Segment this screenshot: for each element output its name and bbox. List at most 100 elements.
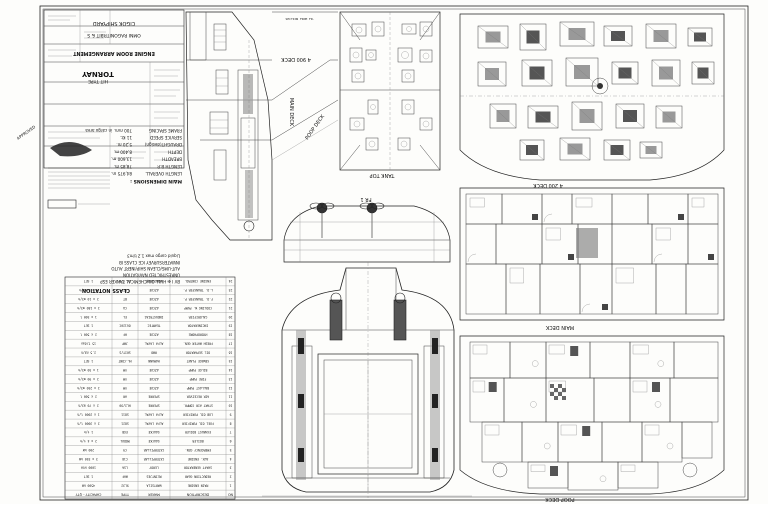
cabin xyxy=(495,223,543,265)
table-cell: INDUSTRIAS xyxy=(145,315,164,319)
dimension-label: DEPTH xyxy=(168,149,182,154)
table-cell: JWP xyxy=(122,341,128,345)
machinery-unit xyxy=(401,23,417,35)
table-cell: AZCUE xyxy=(149,297,158,301)
dimension-value: 13,600 m. xyxy=(111,157,132,162)
machinery-unit xyxy=(367,99,379,115)
table-cell: BT xyxy=(123,288,127,292)
label-poop-deck-plan: POOP DECK xyxy=(545,496,575,502)
table-cell: 200 kW xyxy=(83,448,94,452)
table-cell: 21 xyxy=(229,306,233,310)
table-cell: SKIT/S xyxy=(119,350,130,354)
room xyxy=(469,377,505,423)
table-cell: F.O. TRANSFER P. xyxy=(183,297,213,301)
plan-equipment xyxy=(645,23,677,49)
table-cell: 17 xyxy=(229,341,233,345)
table-cell: SHAFT GENERATOR xyxy=(184,466,212,470)
plan-equipment xyxy=(477,25,509,49)
table-cell: ENGINE CONTROL xyxy=(185,279,211,283)
table-cell: INCINERATOR xyxy=(188,324,209,328)
table-cell: 7 xyxy=(229,430,231,434)
label-tank-top: TANK TOP xyxy=(370,172,396,178)
dimension-value: 5,20 m. xyxy=(116,142,132,147)
table-cell: AZCUE xyxy=(149,377,158,381)
label-fr1: FR 1 xyxy=(360,196,371,202)
dimension-value: 78,85 m. xyxy=(114,164,132,169)
table-cell: 19 xyxy=(229,324,233,328)
dimension-label: FRAME SPACING xyxy=(149,128,182,133)
plan-equipment xyxy=(691,61,715,85)
table-cell: AZCUE xyxy=(149,368,158,372)
table-cell: AZCUE xyxy=(149,333,158,337)
table-cell: CATERPILLAR xyxy=(144,448,165,452)
table-cell: HL2/90 xyxy=(119,404,130,408)
dimension-label: LENGTH OVERALL xyxy=(145,171,182,176)
dimension-value: 700 mm. in cargo area xyxy=(85,128,132,133)
table-cell: 4 xyxy=(229,457,231,461)
room xyxy=(469,341,511,379)
table-cell: WAF xyxy=(122,475,128,479)
table-cell: 1 xyxy=(229,483,231,487)
table-header-cell: MAKER xyxy=(147,492,159,496)
plan-equipment xyxy=(571,101,603,131)
table-cell: SPERRE xyxy=(148,395,159,399)
table-cell: 2 x 10 m3/h xyxy=(78,297,99,301)
table-cell: START AIR COMPR. xyxy=(183,404,213,408)
room xyxy=(527,461,569,489)
plan-equipment xyxy=(639,141,663,159)
room xyxy=(641,421,683,463)
table-cell: S811 xyxy=(121,412,129,416)
machinery-unit xyxy=(401,99,415,115)
table-cell: ALFA LAVAL xyxy=(145,341,164,345)
cabin xyxy=(465,263,507,315)
table-cell: 14 xyxy=(229,368,233,372)
table-cell: 9L32 xyxy=(121,483,129,487)
table-cell: OG120C xyxy=(119,324,130,328)
plan-equipment xyxy=(565,57,599,87)
table-cell: EXHAUST BOILER xyxy=(185,430,211,434)
engine-room-section: TANK TOP xyxy=(339,11,441,178)
class-notation-line: BV I ✠ HULL OIL/CHEMICAL TANKER ESP xyxy=(100,279,180,284)
vessel-name: TORNAY xyxy=(81,70,114,78)
table-cell: 1 t/h xyxy=(84,430,93,434)
machinery-unit xyxy=(349,47,363,63)
table-cell: 5 xyxy=(229,448,231,452)
table-cell: 16 xyxy=(229,350,233,354)
room xyxy=(673,341,719,379)
table-cell: 2 x 250 m3/h xyxy=(77,386,99,390)
table-cell: 15 xyxy=(229,359,233,363)
table-cell: 2 x 180 m3/h xyxy=(77,306,99,310)
table-cell: EL xyxy=(123,315,127,319)
room xyxy=(669,377,719,423)
table-cell: L.O. TRANSFER P. xyxy=(183,288,213,292)
hull-type: HIT TYPE xyxy=(88,78,108,84)
table-cell: COOLING W. PUMP xyxy=(184,306,212,310)
table-cell: MODUL xyxy=(120,439,129,443)
table-cell: CA xyxy=(123,306,127,310)
table-cell: SAACKE xyxy=(148,439,159,443)
plan-equipment xyxy=(615,103,645,129)
dimension-value: 84,975 m. xyxy=(111,171,132,176)
plan-equipment xyxy=(611,61,639,85)
table-cell: HYDROPHORE xyxy=(189,333,208,337)
room xyxy=(629,377,671,423)
plan-main-deck: MAIN DECK xyxy=(459,187,725,330)
cabin xyxy=(655,263,687,315)
cabin xyxy=(687,193,719,225)
plan-equipment xyxy=(603,139,631,161)
class-notation-line: INWATERSURVEY ICE CLASS IB xyxy=(119,260,180,265)
table-cell: 2 x 90 m3/h xyxy=(78,377,99,381)
table-cell: 2 xyxy=(229,475,231,479)
table-cell: HL-CONT xyxy=(118,359,131,363)
table-cell: CATERPILLAR xyxy=(144,457,165,461)
class-notation-line: UNRESTRICTED NAVIGATION xyxy=(123,273,180,278)
machinery-unit xyxy=(401,69,415,83)
table-cell: ALFA LAVAL xyxy=(145,421,164,425)
table-cell: 22 xyxy=(229,297,233,301)
sheet-inner-border xyxy=(42,8,746,498)
table-cell: REINTJES xyxy=(146,475,161,479)
table-cell: DC C20 xyxy=(119,279,130,283)
main-dimensions-heading: MAIN DIMENSIONS : xyxy=(130,178,182,184)
svg-text:SECTION FROM FR.: SECTION FROM FR. xyxy=(286,17,315,21)
